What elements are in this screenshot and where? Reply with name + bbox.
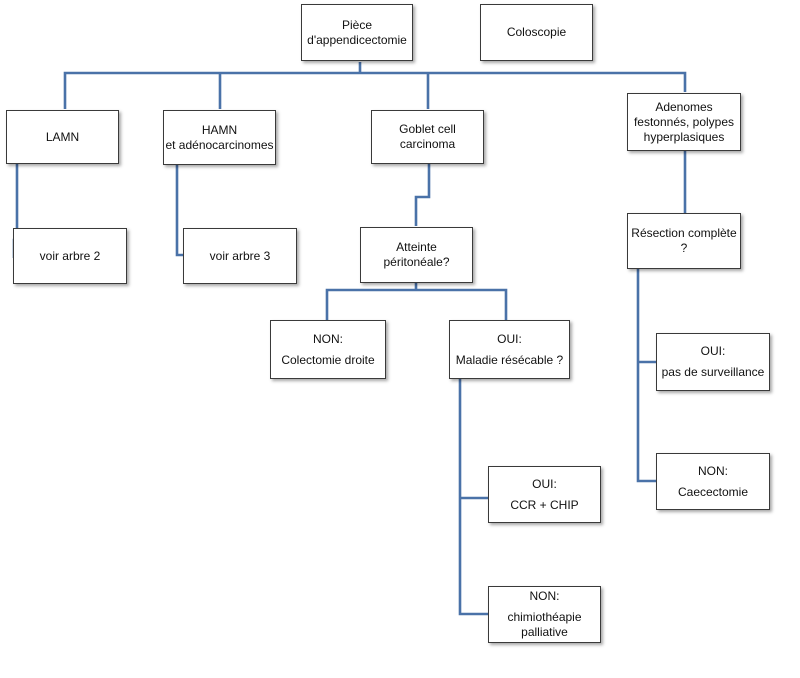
node-label-line: OUI: [497,331,522,346]
node-label-line: Coloscopie [506,25,567,39]
node-label-line: Pièce [341,17,373,32]
node-resection-complete: Résection complète ? [627,213,741,269]
node-label-line: LAMN [45,129,80,144]
node-oui-pas-de-surveillance: OUI: pas de surveillance [656,333,770,391]
node-hamn: HAMN et adénocarcinomes [163,110,276,165]
node-label-line: voir arbre 2 [39,248,101,263]
node-adenomes: Adenomes festonnés, polypes hyperplasiqu… [627,93,741,151]
node-label-line: Résection complète [631,226,737,240]
node-non-chimiotherapie-palliative: NON: chimiothéapie palliative [488,586,601,643]
link-atteinte-to-outcomes [325,282,508,320]
node-label-line: Atteinte [396,240,437,254]
node-oui-ccr-chip: OUI: CCR + CHIP [488,466,601,523]
node-non-colectomie-droite: NON: Colectomie droite [270,320,386,379]
node-atteinte-peritoneale: Atteinte péritonéale? [360,227,473,283]
node-label-line: Maladie résécable ? [455,352,564,367]
node-label-line: palliative [521,625,568,639]
node-label-line: chimiothéapie [507,610,582,624]
node-label-line: OUI: [532,476,557,491]
node-label-line: ? [680,241,688,255]
node-piece-appendicectomie: Pièce d'appendicectomie [301,4,413,61]
node-oui-maladie-resecable: OUI: Maladie résécable ? [449,320,570,379]
node-non-caecectomie: NON: Caecectomie [656,453,770,510]
link-goblet-to-atteinte [414,163,431,226]
link-hamn-to-arbre3 [175,165,183,257]
node-label-line: NON: [313,331,343,346]
node-label-line: péritonéale? [383,255,450,269]
node-label-line: carcinoma [399,137,456,151]
node-label-line: Adenomes [655,99,713,114]
node-coloscopie: Coloscopie [480,4,593,61]
node-label-line: HAMN [201,122,238,137]
link-root-to-level1 [63,62,687,109]
node-label-line: Caecectomie [677,484,749,499]
node-voir-arbre-2: voir arbre 2 [13,228,127,284]
link-maladie-to-outcomes [458,379,488,616]
node-label-line: NON: [698,463,728,478]
node-label-line: Colectomie droite [281,352,375,367]
node-label-line: festonnés, polypes [633,114,735,129]
node-lamn: LAMN [6,110,119,164]
node-label-line: OUI: [700,344,726,358]
node-voir-arbre-3: voir arbre 3 [183,228,297,284]
node-label-line: d'appendicectomie [307,32,407,47]
node-label-line: NON: [529,589,560,603]
node-label-line: pas de surveillance [661,365,765,379]
node-label-line: et adénocarcinomes [165,137,274,152]
node-label-line: voir arbre 3 [209,248,271,263]
link-resection-to-outcomes [636,269,656,483]
node-label-line: Goblet cell [399,122,456,136]
node-label-line: hyperplasiques [643,129,725,144]
node-label-line: CCR + CHIP [510,497,579,512]
node-goblet-cell-carcinoma: Goblet cell carcinoma [371,110,484,164]
